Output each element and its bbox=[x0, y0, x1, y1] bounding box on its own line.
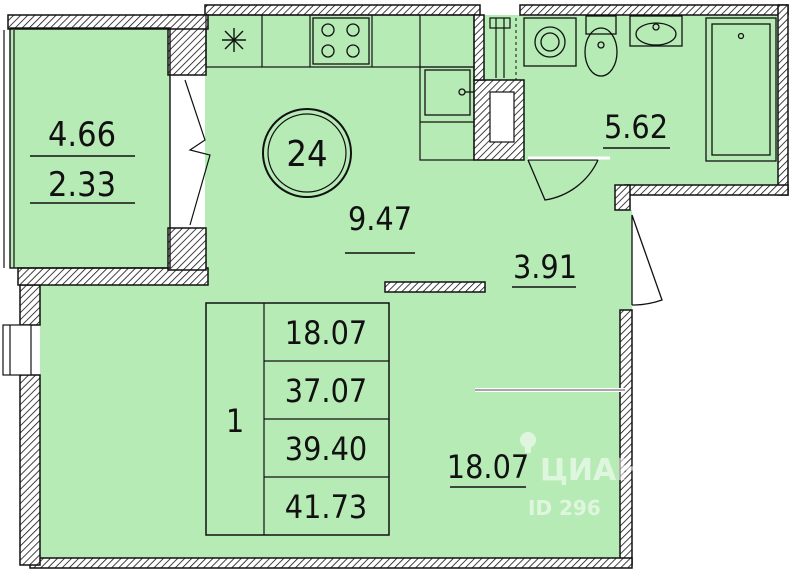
toilet-icon bbox=[584, 15, 618, 77]
entrance-door bbox=[631, 214, 663, 306]
location-pin-icon bbox=[520, 432, 536, 453]
summary-total-reduced-balcony: 39.40 bbox=[285, 430, 367, 468]
balcony-area-full: 4.66 bbox=[48, 115, 116, 155]
summary-total-full-balcony: 41.73 bbox=[285, 488, 367, 526]
balcony-door bbox=[184, 79, 211, 226]
washing-machine-icon bbox=[523, 17, 577, 67]
ventilation-icon bbox=[222, 28, 246, 52]
wall-top-kitchen bbox=[204, 4, 481, 16]
bathroom-door bbox=[527, 159, 599, 201]
wall-top-bath bbox=[519, 4, 789, 16]
left-window bbox=[2, 324, 32, 376]
apartment-number-circle bbox=[262, 108, 352, 198]
balcony-area-reduced: 2.33 bbox=[48, 165, 116, 205]
summary-living-area: 18.07 bbox=[285, 314, 367, 352]
sink-icon bbox=[424, 69, 474, 116]
cabinet-column bbox=[419, 66, 475, 161]
wall-bath-right bbox=[777, 4, 789, 196]
balcony-floor bbox=[10, 28, 170, 268]
wall-partition-hall bbox=[384, 281, 486, 293]
watermark-brand: ЦИАН bbox=[540, 453, 641, 488]
stove-icon bbox=[312, 17, 370, 65]
bathroom-area: 5.62 bbox=[604, 108, 668, 146]
pipes-icon bbox=[489, 17, 511, 78]
apartment-number-circle-inner bbox=[267, 113, 347, 193]
wall-right-lower bbox=[619, 309, 633, 566]
balcony-outline bbox=[9, 27, 171, 269]
watermark: ЦИАН ID 296 bbox=[520, 432, 641, 520]
apartment-number: 24 bbox=[286, 134, 327, 175]
summary-table bbox=[205, 302, 390, 536]
wall-bottom bbox=[29, 557, 633, 569]
watermark-id: ID 296 bbox=[528, 496, 601, 520]
bathtub-icon bbox=[705, 17, 777, 162]
wall-balcony-right-bottom bbox=[167, 227, 207, 271]
main-floor bbox=[40, 15, 632, 560]
wall-left-lower2 bbox=[19, 374, 41, 566]
bathroom-floor bbox=[520, 15, 778, 185]
wall-left-lower bbox=[19, 284, 41, 326]
shaft-inner bbox=[489, 91, 515, 143]
wall-bath-bottom bbox=[624, 184, 789, 196]
wall-balcony-top bbox=[7, 14, 209, 30]
hallway-area: 3.91 bbox=[513, 248, 577, 286]
summary-total-area: 37.07 bbox=[285, 372, 367, 410]
kitchen-counter bbox=[205, 14, 475, 68]
living-room-area: 18.07 bbox=[447, 448, 529, 486]
wall-niche-left bbox=[473, 14, 485, 81]
kitchen-area: 9.47 bbox=[348, 200, 412, 238]
washbasin-icon bbox=[629, 15, 683, 47]
summary-rooms: 1 bbox=[226, 402, 244, 440]
wall-bath-left-stub bbox=[614, 184, 631, 211]
